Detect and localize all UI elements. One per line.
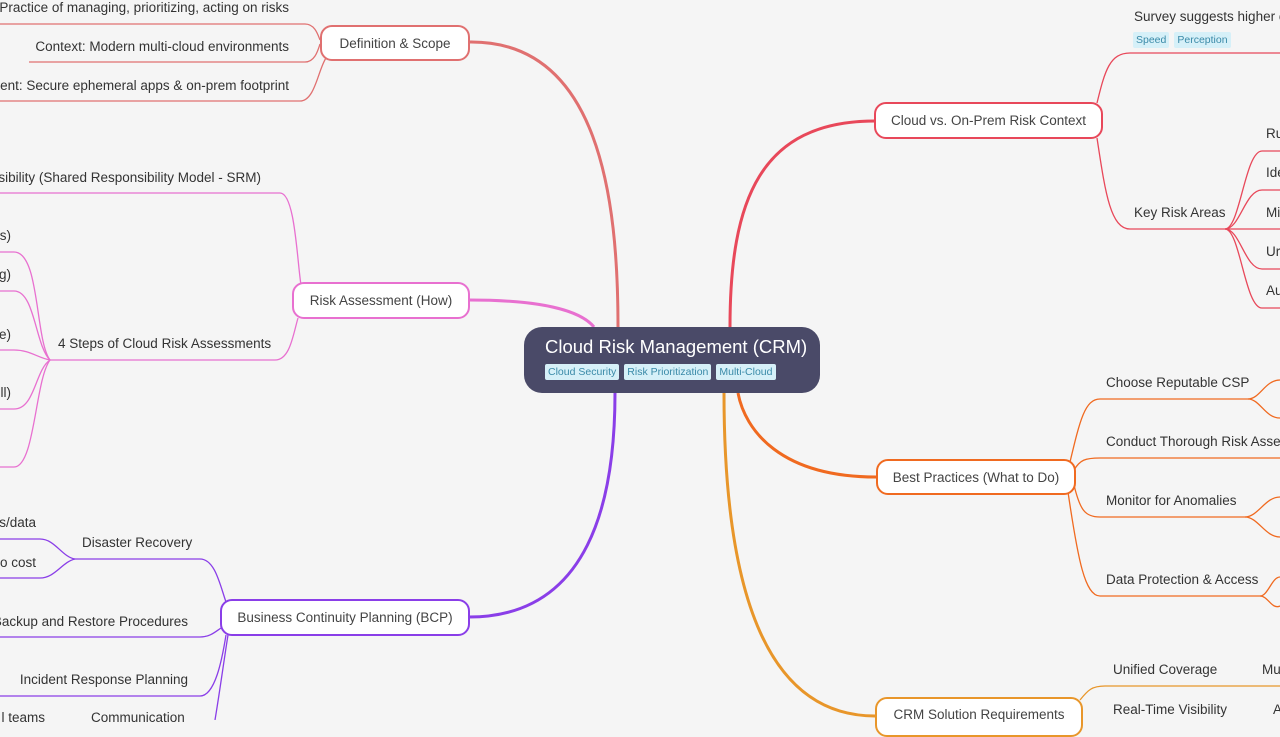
- leaf-text[interactable]: Practice of managing, prioritizing, acti…: [0, 0, 289, 15]
- leaf-text[interactable]: Conduct Thorough Risk Asses: [1106, 434, 1280, 449]
- leaf-text[interactable]: Mu: [1262, 662, 1280, 677]
- node-bcp[interactable]: Business Continuity Planning (BCP): [220, 599, 470, 636]
- leaf-text[interactable]: Real-Time Visibility: [1113, 702, 1228, 717]
- leaf-text[interactable]: g): [0, 267, 11, 282]
- leaf-text[interactable]: Incident Response Planning: [19, 672, 188, 687]
- node-definition-scope[interactable]: Definition & Scope: [320, 25, 470, 61]
- leaf-text[interactable]: Context: Modern multi-cloud environments: [35, 39, 289, 54]
- tag: Speed: [1133, 32, 1170, 48]
- survey-tags: Speed Perception: [1133, 32, 1231, 48]
- leaf-text[interactable]: Unified Coverage: [1113, 662, 1218, 677]
- leaf-text[interactable]: l teams: [1, 710, 45, 725]
- best-practices-leaf-lines: [1067, 379, 1280, 608]
- leaf-text[interactable]: Key Risk Areas: [1134, 205, 1226, 220]
- node-cloud-context[interactable]: Cloud vs. On-Prem Risk Context: [874, 102, 1103, 139]
- node-risk-assessment[interactable]: Risk Assessment (How): [292, 282, 470, 319]
- link-crm-requirements: [722, 392, 876, 718]
- tag: Cloud Security: [545, 364, 620, 380]
- leaf-text[interactable]: s/data: [0, 515, 36, 530]
- leaf-text[interactable]: Monitor for Anomalies: [1106, 493, 1237, 508]
- leaf-text[interactable]: Mi: [1266, 205, 1280, 220]
- link-cloud-context: [728, 119, 876, 328]
- connector-lines: [0, 23, 1280, 720]
- tag: Multi-Cloud: [716, 364, 776, 380]
- leaf-text[interactable]: A: [1273, 702, 1280, 717]
- risk-leaf-lines: [0, 192, 302, 468]
- link-definition: [468, 40, 620, 328]
- node-best-practices[interactable]: Best Practices (What to Do): [876, 459, 1076, 495]
- bcp-leaf-lines: [0, 538, 229, 720]
- link-best-practices: [736, 392, 877, 479]
- leaf-text[interactable]: Backup and Restore Procedures: [0, 614, 188, 629]
- leaf-text[interactable]: Ide: [1266, 165, 1280, 180]
- leaf-text[interactable]: 4 Steps of Cloud Risk Assessments: [58, 336, 272, 351]
- link-bcp: [468, 392, 617, 619]
- tag: Risk Prioritization: [624, 364, 712, 380]
- leaf-text[interactable]: Communication: [91, 710, 185, 725]
- definition-leaf-lines: [0, 23, 327, 102]
- leaf-text[interactable]: s): [0, 228, 11, 243]
- node-crm-requirements[interactable]: CRM Solution Requirements: [875, 697, 1083, 737]
- leaf-text[interactable]: Ru: [1266, 126, 1280, 141]
- leaf-text[interactable]: ll): [0, 385, 12, 400]
- tag: Perception: [1174, 32, 1231, 48]
- cloud-context-leaf-lines: [1096, 52, 1280, 309]
- leaf-text[interactable]: nsibility (Shared Responsibility Model -…: [0, 170, 261, 185]
- leaf-text[interactable]: Choose Reputable CSP: [1106, 375, 1250, 390]
- crm-requirements-leaf-lines: [1079, 685, 1280, 701]
- leaf-text[interactable]: e): [0, 327, 11, 342]
- leaf-text[interactable]: o cost: [0, 555, 36, 570]
- leaf-text[interactable]: Ur: [1266, 244, 1280, 259]
- central-topic-title: Cloud Risk Management (CRM): [545, 336, 808, 357]
- leaf-text[interactable]: Survey suggests higher c: [1134, 9, 1280, 24]
- leaf-text[interactable]: Data Protection & Access: [1106, 572, 1259, 587]
- central-topic[interactable]: Cloud Risk Management (CRM) Cloud Securi…: [524, 327, 820, 393]
- leaf-text[interactable]: Au: [1266, 283, 1280, 298]
- link-risk-assessment: [468, 298, 596, 329]
- leaf-text[interactable]: ent: Secure ephemeral apps & on-prem foo…: [0, 78, 289, 93]
- central-topic-tags: Cloud Security Risk Prioritization Multi…: [545, 364, 820, 380]
- leaf-text[interactable]: Disaster Recovery: [82, 535, 193, 550]
